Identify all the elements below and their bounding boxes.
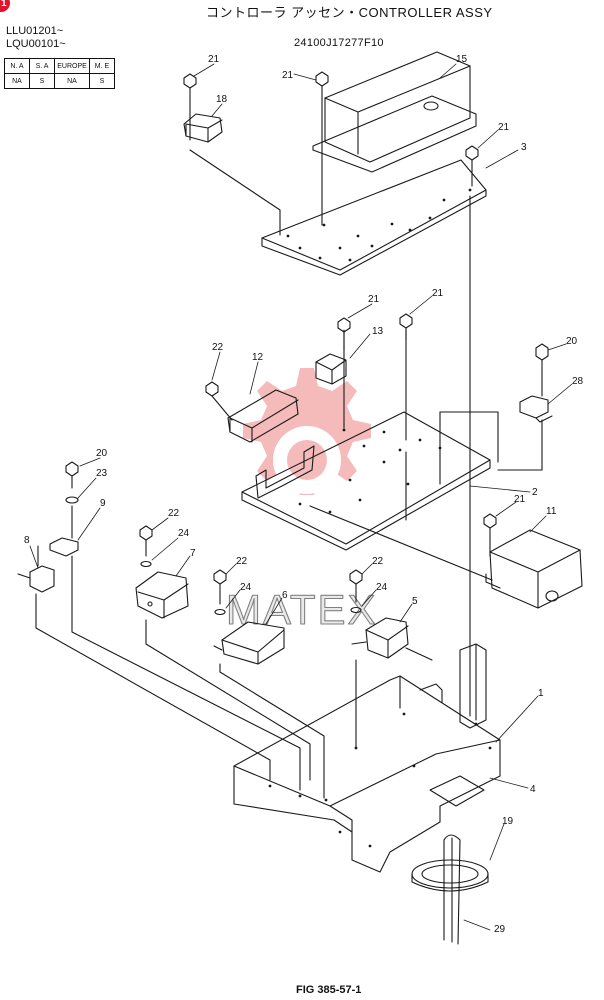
callout-28: 28 [572, 376, 584, 387]
bolt-22-c [213, 569, 227, 605]
bolt-21-c [465, 145, 479, 173]
callout-21-d: 21 [368, 294, 380, 305]
callout-19: 19 [502, 816, 514, 827]
region-value-europe: NA [54, 73, 90, 89]
wire-lines [35, 555, 357, 799]
callout-1: 1 [538, 688, 544, 699]
callout-29: 29 [494, 924, 506, 935]
serial-line-2: LQU00101~ [6, 38, 66, 50]
callout-24-c: 24 [376, 582, 388, 593]
bolt-20-a [497, 343, 549, 471]
callout-21-a: 21 [208, 54, 220, 65]
switch-28 [519, 395, 553, 423]
relay-6 [213, 621, 285, 665]
guide-lines-top [189, 97, 473, 236]
controller-box-15 [312, 51, 477, 173]
callout-15: 15 [456, 54, 468, 65]
controller-11 [485, 529, 583, 609]
switch-9 [49, 505, 79, 557]
callout-5: 5 [412, 596, 418, 607]
corner-mark: 1 [0, 0, 10, 12]
callout-20-left: 20 [96, 448, 108, 459]
bolt-21-f [483, 513, 497, 557]
bolt-21-d [337, 317, 351, 351]
bolt-21-b [315, 71, 329, 99]
base-frame-1 [233, 643, 501, 873]
harness-29 [443, 834, 461, 945]
middle-plate-2 [241, 411, 499, 551]
bolt-21-a [183, 73, 197, 101]
region-table-header-row: N. A S. A EUROPE M. E [4, 58, 115, 74]
resistor-7 [135, 571, 189, 619]
region-value-me: S [89, 73, 115, 89]
washer-24-b [214, 608, 226, 616]
callout-22-b: 22 [168, 508, 180, 519]
washer-23 [65, 496, 79, 504]
callout-20-right: 20 [566, 336, 578, 347]
relay-13 [315, 353, 347, 385]
callout-9: 9 [100, 498, 106, 509]
callout-22-c: 22 [236, 556, 248, 567]
callout-21-f: 21 [514, 494, 526, 505]
callout-22-a: 22 [212, 342, 224, 353]
guide-line-controller-11 [309, 505, 493, 581]
corner-mark-label: 1 [1, 0, 7, 9]
page-title: コントローラ アッセン・CONTROLLER ASSY [206, 5, 493, 20]
callout-12: 12 [252, 352, 264, 363]
callout-24-a: 24 [178, 528, 190, 539]
callout-labels: 1 2 3 4 5 6 7 8 9 11 12 13 15 18 19 20 2… [24, 54, 584, 935]
bolt-22-a [205, 381, 233, 421]
switch-8 [17, 545, 55, 593]
callout-13: 13 [372, 326, 384, 337]
callout-21-b: 21 [282, 70, 294, 81]
relay-12 [227, 389, 299, 443]
flasher-5 [351, 617, 433, 661]
bolt-20-b [65, 461, 79, 489]
callout-2: 2 [532, 487, 538, 498]
callout-7: 7 [190, 548, 196, 559]
relay-18 [183, 113, 223, 143]
washer-24-a [140, 560, 152, 568]
leader-lines [29, 63, 573, 931]
watermark-text: MATEX [226, 586, 378, 633]
bolt-21-e [399, 313, 413, 341]
callout-4: 4 [530, 784, 536, 795]
callout-22-d: 22 [372, 556, 384, 567]
callout-21-e: 21 [432, 288, 444, 299]
grommet-19 [411, 859, 489, 892]
top-plate-3 [261, 159, 487, 276]
bolt-22-d [349, 569, 363, 603]
washer-24-c [350, 606, 362, 614]
callout-8: 8 [24, 535, 30, 546]
callout-11: 11 [546, 506, 557, 517]
callout-24-b: 24 [240, 582, 252, 593]
callout-21-c: 21 [498, 122, 510, 133]
callout-23: 23 [96, 468, 108, 479]
figure-label: FIG 385-57-1 [296, 984, 362, 996]
callout-3: 3 [521, 142, 527, 153]
region-table-value-row: NA S NA S [4, 73, 115, 89]
callout-18: 18 [216, 94, 228, 105]
callout-6: 6 [282, 590, 288, 601]
region-table: N. A S. A EUROPE M. E NA S NA S [4, 58, 115, 89]
part-code: 24100J17277F10 [294, 37, 384, 49]
bolt-22-b [139, 525, 153, 557]
serial-line-1: LLU01201~ [6, 25, 64, 37]
